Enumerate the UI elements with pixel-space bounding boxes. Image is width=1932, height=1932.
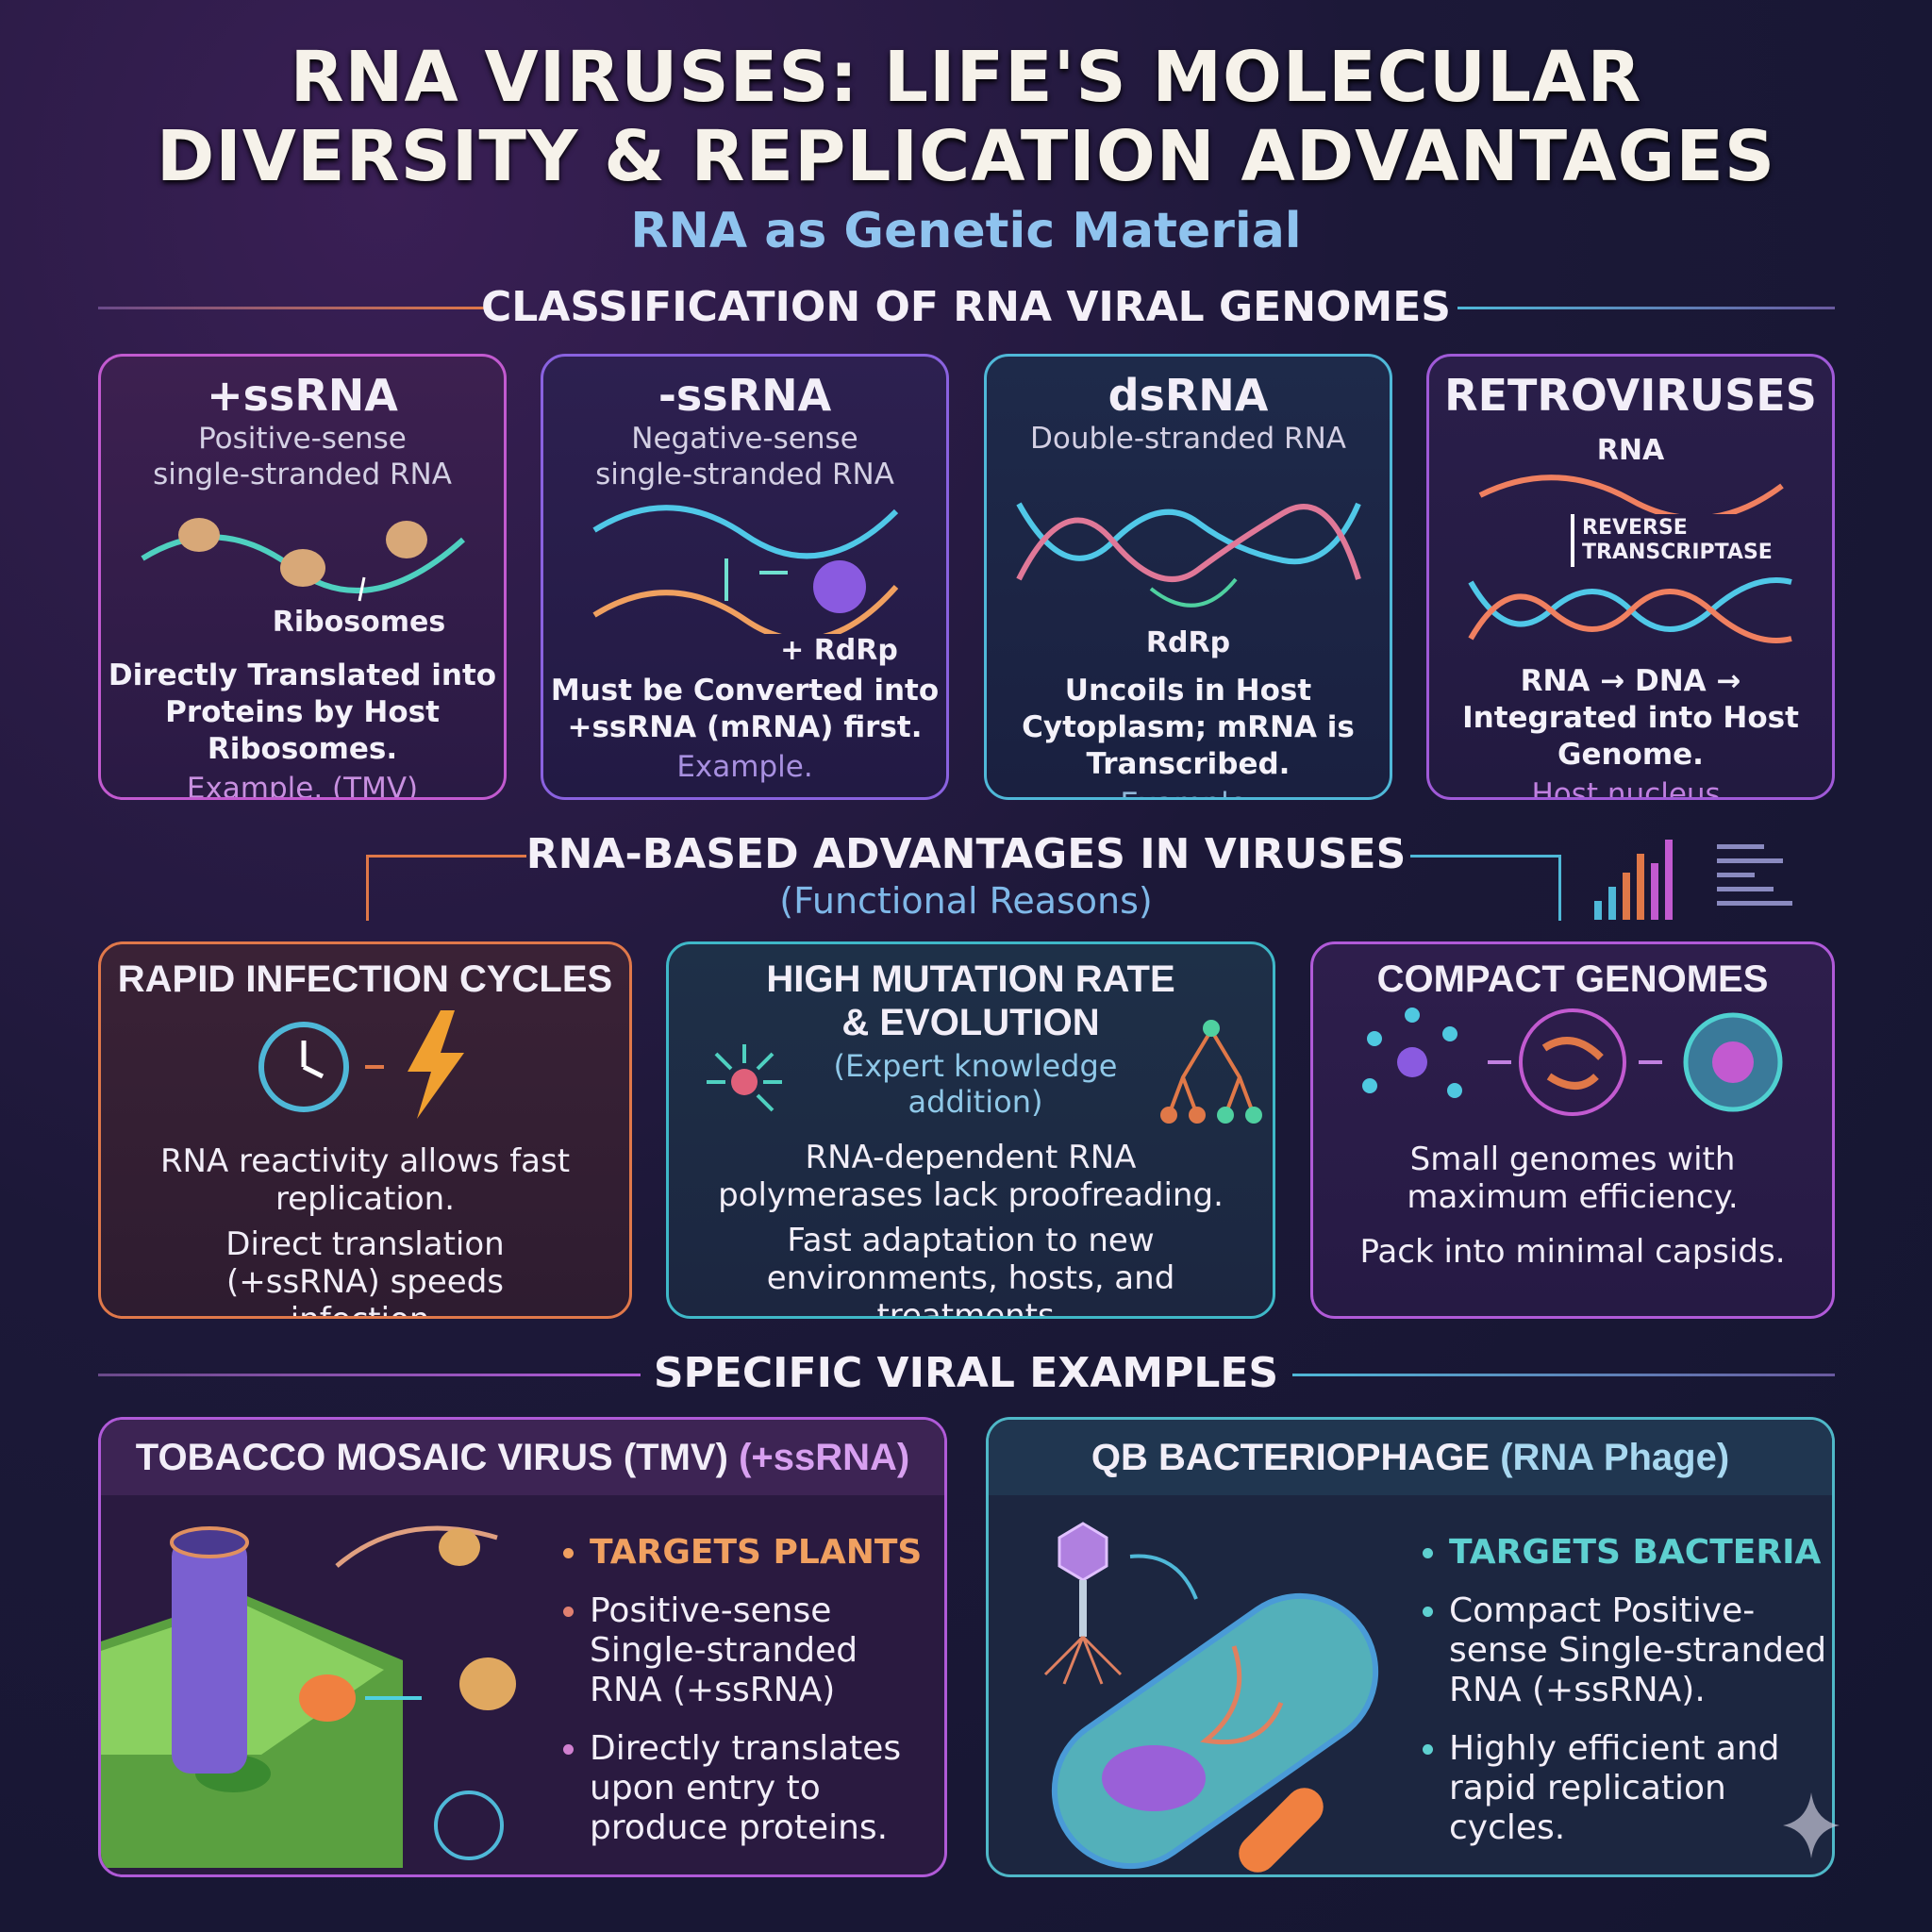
- bullet-item: Directly translates upon entry to produc…: [563, 1729, 941, 1848]
- divider: [98, 1374, 641, 1376]
- card-body: Small genomes with maximum efficiency.: [1407, 1141, 1739, 1216]
- bullet-item: Positive-sense Single-stranded RNA (+ssR…: [563, 1591, 941, 1710]
- rna-label: RNA: [1596, 434, 1665, 467]
- card-negative-ssrna: -ssRNA Negative-sense single-stranded RN…: [541, 354, 949, 800]
- card-subtitle: Positive-sense single-stranded RNA: [153, 422, 452, 491]
- card-rapid-infection: RAPID INFECTION CYCLES RNA reactivity al…: [98, 941, 632, 1319]
- stopwatch-lightning-icon: [258, 1010, 464, 1119]
- bullet-dot-icon: [1423, 1744, 1433, 1755]
- card-body: Pack into minimal capsids.: [1359, 1233, 1786, 1271]
- card-title: COMPACT GENOMES: [1376, 958, 1769, 1000]
- card-qb-bacteriophage: QB BACTERIOPHAGE (RNA Phage) TARGETS BAC…: [986, 1417, 1835, 1877]
- title-line-1: RNA VIRUSES: LIFE'S MOLECULAR: [290, 37, 1642, 118]
- down-arrow-icon: [1571, 514, 1574, 567]
- reverse-transcriptase: REVERSE TRANSCRIPTASE: [1429, 514, 1832, 573]
- mutation-row: (Expert knowledge addition): [669, 1020, 1273, 1139]
- card-body: Fast adaptation to new environments, hos…: [766, 1222, 1175, 1319]
- bullet-item: TARGETS BACTERIA: [1423, 1533, 1832, 1573]
- section-subheading-advantages: (Functional Reasons): [779, 880, 1153, 922]
- divider: [1292, 1374, 1835, 1376]
- divider: [98, 307, 485, 309]
- card-title: +ssRNA: [207, 370, 398, 421]
- title-line-2: DIVERSITY & REPLICATION ADVANTAGES: [156, 116, 1776, 197]
- card-body: Uncoils in Host Cytoplasm; mRNA is Trans…: [1022, 674, 1355, 781]
- section-heading-examples: SPECIFIC VIRAL EXAMPLES: [653, 1349, 1279, 1397]
- card-title: RAPID INFECTION CYCLES: [117, 958, 613, 1000]
- bullet-text: Directly translates upon entry to produc…: [590, 1729, 902, 1847]
- genome-packing-icon: [1362, 1008, 1783, 1116]
- card-title: RETROVIRUSES: [1444, 370, 1817, 421]
- card-body: Direct translation (+ssRNA) speeds infec…: [225, 1225, 505, 1316]
- card-title: QB BACTERIOPHAGE: [1091, 1437, 1491, 1478]
- bracket-right: [1410, 855, 1561, 921]
- qb-bullets: TARGETS BACTERIA Compact Positive-sense …: [1423, 1533, 1832, 1867]
- card-dsrna: dsRNA Double-stranded RNA RdRp Uncoils i…: [984, 354, 1392, 800]
- card-tmv: TOBACCO MOSAIC VIRUS (TMV) (+ssRNA) TARG…: [98, 1417, 947, 1877]
- card-compact-genomes: COMPACT GENOMES Small genomes with maxim…: [1310, 941, 1835, 1319]
- bullet-item: Compact Positive-sense Single-stranded R…: [1423, 1591, 1832, 1710]
- card-positive-ssrna: +ssRNA Positive-sense single-stranded RN…: [98, 354, 507, 800]
- card-body: RNA → DNA → Integrated into Host Genome.: [1462, 664, 1799, 772]
- ribosomes-label: Ribosomes: [272, 606, 446, 639]
- card-body: RNA reactivity allows fast replication.: [159, 1142, 571, 1218]
- bullet-dot-icon: [563, 1548, 574, 1558]
- expert-note: (Expert knowledge addition): [833, 1048, 1118, 1120]
- dna-helix-icon: [1467, 577, 1792, 643]
- reverse-transcriptase-label: REVERSE TRANSCRIPTASE: [1582, 516, 1773, 564]
- card-example: Example.: [987, 787, 1390, 797]
- bullet-dot-icon: [1423, 1548, 1433, 1558]
- card-title-suffix: (+ssRNA): [739, 1437, 910, 1478]
- bracket-left: [366, 855, 526, 921]
- bullet-text: Highly efficient and rapid replication c…: [1449, 1729, 1780, 1847]
- tmv-bullets: TARGETS PLANTS Positive-sense Single-str…: [563, 1533, 941, 1867]
- bullet-text: Compact Positive-sense Single-stranded R…: [1449, 1591, 1827, 1709]
- section-heading-classification: CLASSIFICATION OF RNA VIRAL GENOMES: [481, 283, 1451, 331]
- bullet-dot-icon: [1423, 1607, 1433, 1617]
- card-high-mutation: HIGH MUTATION RATE & EVOLUTION (Expert k…: [666, 941, 1275, 1319]
- rdrp-label: RdRp: [1145, 626, 1231, 659]
- card-title: HIGH MUTATION RATE: [766, 958, 1175, 1000]
- rna-strand-icon: [1478, 475, 1784, 514]
- rna-conversion-icon: [591, 505, 898, 634]
- card-title-2: & EVOLUTION: [841, 1002, 1100, 1043]
- card-title: dsRNA: [1108, 370, 1269, 421]
- card-example: Host nucleus.: [1531, 777, 1730, 800]
- card-body: Must be Converted into +ssRNA (mRNA) fir…: [550, 674, 940, 744]
- bullet-dot-icon: [563, 1607, 574, 1617]
- bullet-item: TARGETS PLANTS: [563, 1533, 941, 1573]
- sparkle-icon: [1783, 1792, 1840, 1858]
- card-title: -ssRNA: [658, 370, 832, 421]
- rdrp-label: + RdRp: [780, 634, 898, 667]
- card-subtitle: Double-stranded RNA: [1030, 422, 1346, 456]
- card-body: Directly Translated into Proteins by Hos…: [108, 658, 497, 766]
- card-example: Example.: [676, 750, 813, 784]
- card-title: TOBACCO MOSAIC VIRUS (TMV): [135, 1437, 728, 1478]
- divider: [1457, 307, 1835, 309]
- bullet-text: TARGETS BACTERIA: [1449, 1533, 1822, 1572]
- ribosome-translation-icon: [140, 518, 465, 602]
- bullet-text: Positive-sense Single-stranded RNA (+ssR…: [590, 1591, 858, 1709]
- evolution-tree-icon: [1160, 1020, 1262, 1124]
- bullet-text: TARGETS PLANTS: [590, 1533, 923, 1572]
- bacteriophage-bacterium-illustration: [1043, 1522, 1379, 1873]
- plant-cell-tmv-illustration: [101, 1525, 516, 1868]
- bullet-item: Highly efficient and rapid replication c…: [1423, 1729, 1832, 1848]
- double-helix-icon: [1015, 502, 1361, 608]
- section-heading-advantages: RNA-BASED ADVANTAGES IN VIRUSES: [525, 830, 1407, 878]
- page-subtitle: RNA as Genetic Material: [630, 203, 1302, 259]
- card-header: TOBACCO MOSAIC VIRUS (TMV) (+ssRNA): [101, 1420, 944, 1495]
- card-header: QB BACTERIOPHAGE (RNA Phage): [989, 1420, 1832, 1495]
- bar-chart-icon: [1594, 840, 1792, 920]
- card-retroviruses: RETROVIRUSES RNA REVERSE TRANSCRIPTASE R…: [1426, 354, 1835, 800]
- card-example: Example. (TMV): [186, 772, 419, 800]
- bullet-dot-icon: [563, 1744, 574, 1755]
- card-title-suffix: (RNA Phage): [1500, 1437, 1730, 1478]
- mutation-burst-icon: [707, 1044, 782, 1112]
- card-body: RNA-dependent RNA polymerases lack proof…: [718, 1139, 1224, 1214]
- card-subtitle: Negative-sense single-stranded RNA: [595, 422, 894, 491]
